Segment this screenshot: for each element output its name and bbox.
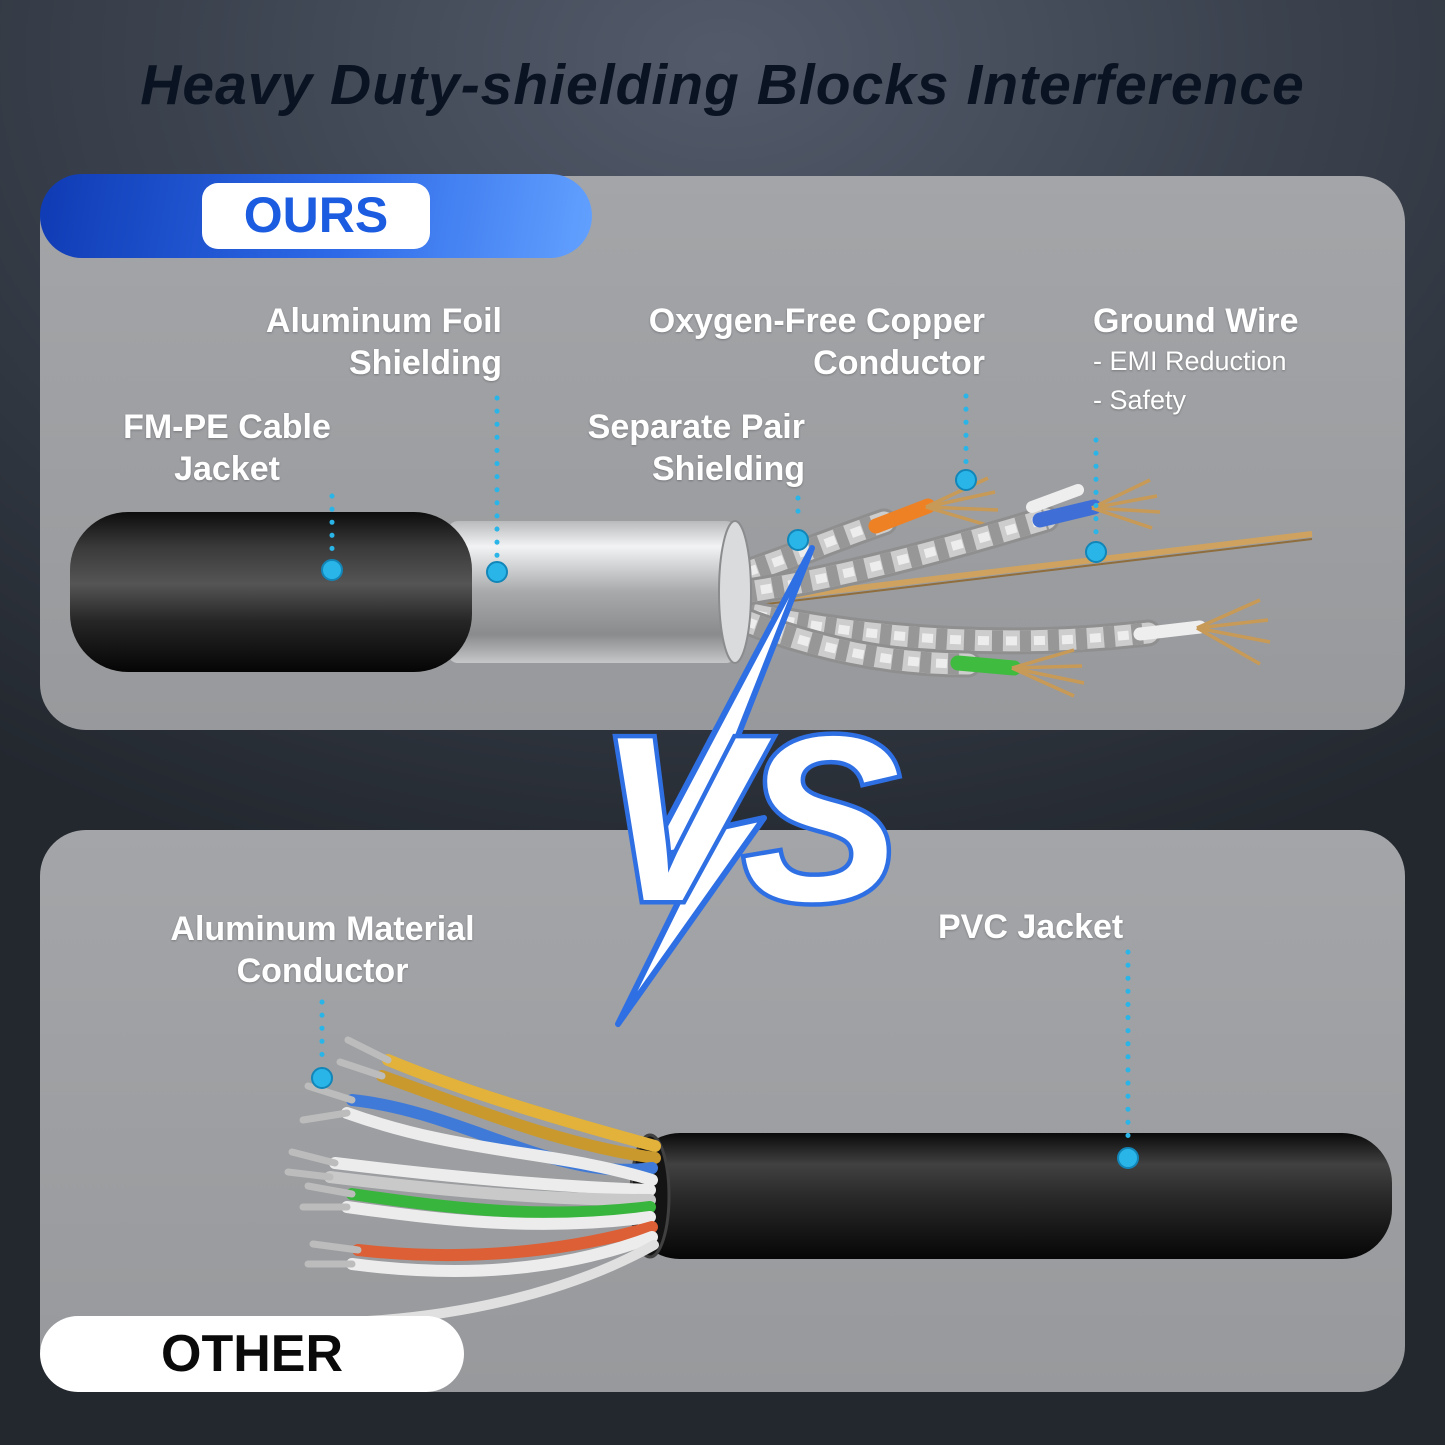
leader-dots <box>311 469 1139 1169</box>
twisted-pair-upper-long <box>734 478 1161 606</box>
label-line: Aluminum Material <box>170 910 475 948</box>
label-subline: - EMI Reduction <box>1093 346 1287 377</box>
ours-cable-illustration <box>70 476 1313 698</box>
label-line: Conductor <box>813 344 985 383</box>
label-line: Oxygen-Free Copper <box>648 302 985 340</box>
label-line: Ground Wire <box>1093 302 1299 340</box>
pvc-jacket <box>630 1133 1392 1259</box>
label-line: FM-PE Cable <box>123 408 331 446</box>
leader-lines <box>319 393 1131 1145</box>
vs-text: VS <box>598 687 898 950</box>
label-oxygen-free-copper: Oxygen-Free Copper Conductor <box>610 300 985 384</box>
other-badge-label: OTHER <box>161 1325 343 1383</box>
label-line: Aluminum Foil <box>265 302 502 340</box>
vs-graphic: VS <box>594 545 914 1027</box>
label-pvc-jacket: PVC Jacket <box>938 906 1198 948</box>
copper-strands <box>1091 478 1161 530</box>
copper-strands <box>1196 598 1271 666</box>
lightning-bolt-icon <box>615 545 815 1027</box>
cable-jacket <box>70 512 472 672</box>
ours-badge-label: OURS <box>201 183 431 249</box>
label-line: Shielding <box>652 450 805 489</box>
ours-badge: OURS <box>40 174 592 258</box>
twisted-pair-lower-long <box>728 598 1271 666</box>
label-line: PVC Jacket <box>938 908 1124 946</box>
page-title: Heavy Duty-shielding Blocks Interference <box>140 53 1305 117</box>
foil-shield <box>448 520 752 664</box>
other-badge: OTHER <box>40 1316 464 1392</box>
label-ground-wire: Ground Wire - EMI Reduction - Safety <box>1093 300 1363 420</box>
label-aluminum-foil-shielding: Aluminum Foil Shielding <box>210 300 502 384</box>
other-cable-illustration <box>284 1036 1392 1329</box>
label-subline: - Safety <box>1093 385 1187 416</box>
copper-strands <box>1011 648 1085 698</box>
unshielded-pairs <box>284 1036 661 1329</box>
label-line: Jacket <box>174 450 280 489</box>
label-line: Separate Pair <box>587 408 805 446</box>
label-line: Shielding <box>349 344 502 383</box>
other-panel <box>40 830 1405 1392</box>
label-fmpe-cable-jacket: FM-PE Cable Jacket <box>92 406 362 490</box>
label-separate-pair-shielding: Separate Pair Shielding <box>560 406 805 490</box>
copper-strands <box>925 476 999 528</box>
ground-wire-strand <box>739 531 1313 608</box>
label-aluminum-material-conductor: Aluminum Material Conductor <box>150 908 495 992</box>
label-line: Conductor <box>236 952 409 991</box>
